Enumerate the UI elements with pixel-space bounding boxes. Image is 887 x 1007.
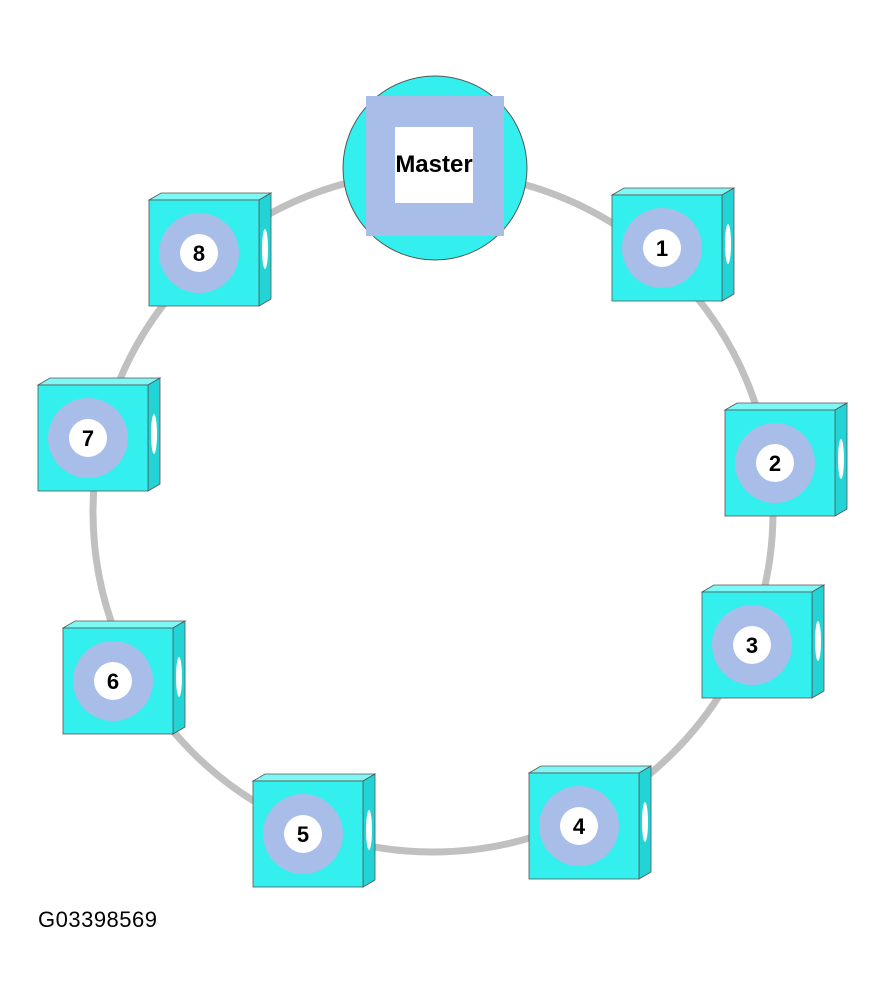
module-label-5: 5 bbox=[297, 822, 309, 847]
module-node-1: 1 bbox=[610, 187, 736, 302]
figure-id: G03398569 bbox=[38, 907, 158, 932]
module-label-6: 6 bbox=[107, 669, 119, 694]
module-label-1: 1 bbox=[656, 236, 668, 261]
module-node-2: 2 bbox=[723, 402, 849, 517]
module-node-5: 5 bbox=[251, 773, 377, 888]
module-node-6: 6 bbox=[61, 620, 187, 735]
module-label-8: 8 bbox=[193, 241, 205, 266]
module-node-4: 4 bbox=[527, 765, 653, 880]
master-label: Master bbox=[395, 151, 472, 178]
module-label-2: 2 bbox=[769, 451, 781, 476]
module-node-7: 7 bbox=[36, 377, 162, 492]
master-node: Master bbox=[342, 75, 528, 261]
module-label-4: 4 bbox=[573, 814, 586, 839]
module-node-3: 3 bbox=[700, 584, 826, 699]
module-node-8: 8 bbox=[147, 192, 273, 307]
module-label-7: 7 bbox=[82, 426, 94, 451]
module-label-3: 3 bbox=[746, 633, 758, 658]
